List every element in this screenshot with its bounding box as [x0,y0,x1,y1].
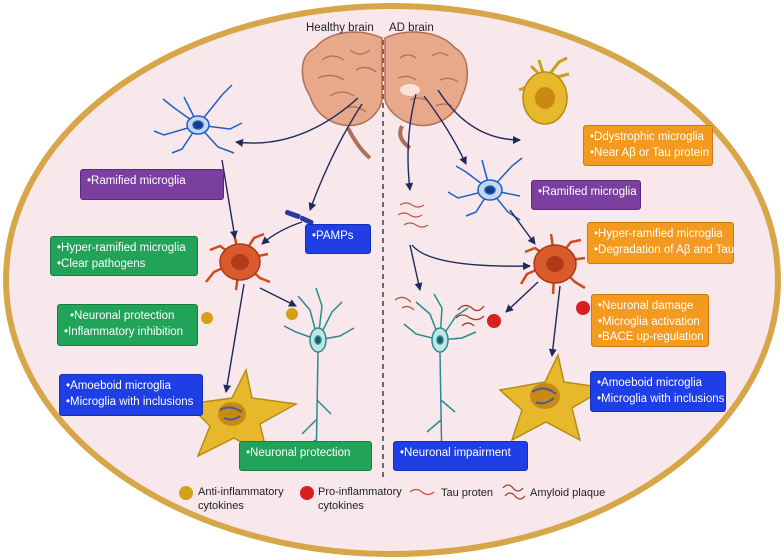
label-hyper-ramified-right: •Hyper-ramified microglia •Degradation o… [587,222,734,264]
legend-pro-dot [300,486,314,500]
legend-anti-dot [179,486,193,500]
title-ad-brain: AD brain [389,22,434,34]
arrow-hyper-to-amoeboid-left [223,283,245,393]
arrow-hyper-to-amoeboid-right [548,285,561,357]
label-amoeboid-right: •Amoeboid microglia •Microglia with incl… [590,371,726,412]
amyloid-plaque [455,304,485,327]
title-healthy-brain: Healthy brain [306,22,374,34]
label-neuronal-protection-left: •Neuronal protection •Inflammatory inhib… [57,304,198,346]
hyper-ramified-microglia-right-cell [519,233,586,295]
arrow-tau-to-neuron [409,244,423,291]
legend-pro-label: Pro-inflammatory cytokines [318,486,402,513]
hyper-ramified-microglia-left-cell [205,232,271,291]
label-neuronal-impairment: •Neuronal impairment [393,441,528,471]
legend-tau-label: Tau proten [441,487,493,499]
pro-inflammatory-dot-2 [576,301,590,315]
label-dystrophic-microglia: •Ddystrophic microglia •Near Aβ or Tau p… [583,125,713,166]
label-neuronal-protection-bottom: •Neuronal protection [239,441,372,471]
arrow-hyper-to-neuron [259,287,297,307]
legend-anti-label: Anti-inflammatory cytokines [198,486,284,513]
legend-tau-icon [409,488,435,496]
arrow-ramified-right-to-hyper [509,209,536,245]
pro-inflammatory-dot-1 [487,314,501,328]
ramified-microglia-left-cell [153,84,243,154]
label-pamps: •PAMPs [305,224,371,254]
healthy-brain-illustration [301,31,383,160]
arrow-brain-to-tau [405,93,417,191]
ramified-microglia-right-cell [447,157,523,221]
tau-proteins [394,202,429,311]
arrow-pamps-to-hyper-left [261,221,303,245]
label-ramified-microglia-left: •Ramified microglia [80,169,224,200]
anti-inflammatory-dot-2 [286,308,298,320]
label-ramified-microglia-right: •Ramified microglia [531,180,641,210]
anti-inflammatory-dot-1 [201,312,213,324]
arrow-brain-to-dystrophic [437,89,521,144]
label-hyper-ramified-left: •Hyper-ramified microglia •Clear pathoge… [50,236,198,276]
label-amoeboid-left: •Amoeboid microglia •Microglia with incl… [59,374,203,416]
ad-neuron [403,293,477,471]
arrow-ramified-to-hyper-left [221,159,238,239]
legend-amyloid-label: Amyloid plaque [530,487,606,499]
arrow-brain-to-ramified-right [423,95,467,165]
legend-amyloid-icon [502,484,526,500]
amoeboid-microglia-right-cell [498,352,609,442]
arrow-tau-to-hyper-right [411,244,531,271]
dystrophic-microglia-cell [518,56,570,125]
arrow-hyper-to-damage [505,281,539,313]
label-neuronal-damage: •Neuronal damage •Microglia activation •… [591,294,709,347]
arrow-brain-to-pamps [308,103,363,211]
arrow-brain-to-ramified-left [235,97,359,147]
healthy-neuron [283,287,355,471]
pamps-bacteria [285,209,314,226]
